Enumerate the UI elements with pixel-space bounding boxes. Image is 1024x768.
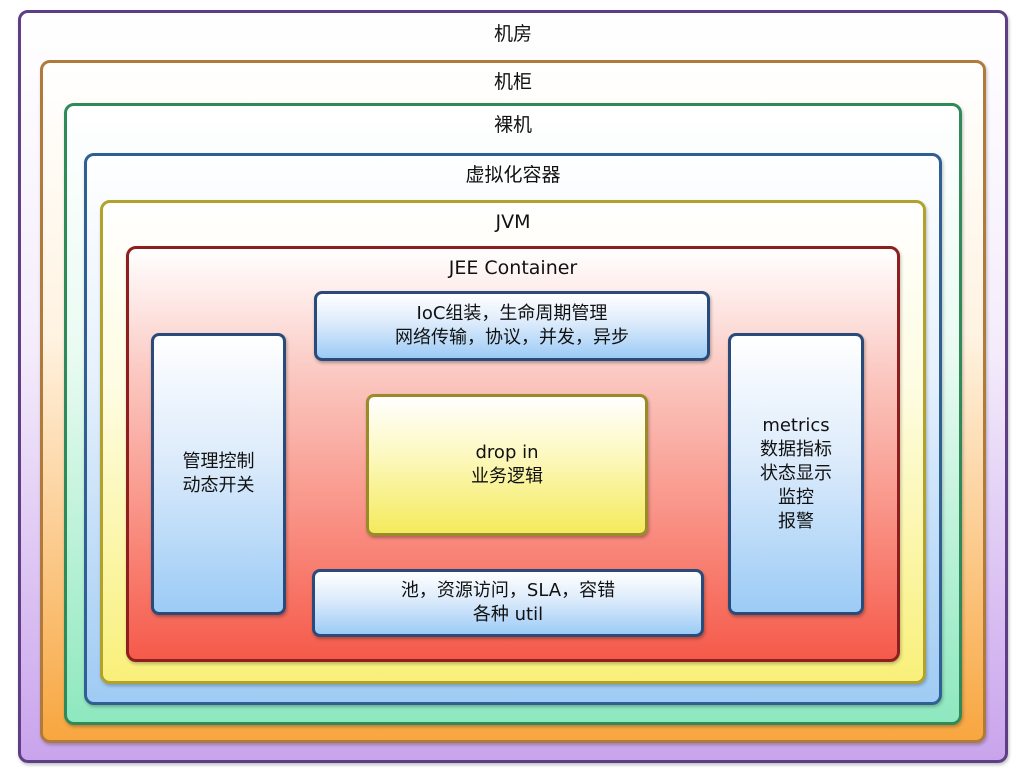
metrics-text: metrics (762, 415, 830, 436)
alarm-text: 报警 (778, 511, 814, 532)
pool-resource-sla-text: 池，资源访问，SLA，容错 (400, 580, 616, 601)
dynamic-switch-text: 动态开关 (182, 475, 255, 496)
ioc-network-box: IoC组装，生命周期管理 网络传输，协议，并发，异步 (314, 291, 710, 361)
layer-machine-room-label: 机房 (493, 23, 532, 45)
layer-bare-metal-label: 裸机 (493, 114, 532, 136)
status-display-text: 状态显示 (760, 463, 832, 484)
network-protocol-text: 网络传输，协议，并发，异步 (395, 327, 629, 348)
util-text: 各种 util (472, 604, 544, 625)
layer-jee-container-label: JEE Container (448, 257, 578, 279)
business-logic-text: 业务逻辑 (471, 466, 543, 487)
monitoring-text: 监控 (778, 487, 814, 508)
metrics-monitoring-box: metrics 数据指标 状态显示 监控 报警 (728, 333, 864, 615)
layer-cabinet-label: 机柜 (493, 71, 532, 93)
pool-resources-box: 池，资源访问，SLA，容错 各种 util (312, 569, 704, 637)
layer-jvm-label: JVM (495, 211, 531, 233)
management-control-text: 管理控制 (182, 451, 255, 472)
management-control-box: 管理控制 动态开关 (151, 333, 286, 615)
business-logic-box: drop in 业务逻辑 (366, 394, 648, 536)
layer-virtualization-container-label: 虚拟化容器 (465, 164, 561, 186)
ioc-lifecycle-text: IoC组装，生命周期管理 (416, 303, 608, 324)
drop-in-text: drop in (475, 442, 539, 463)
data-metrics-text: 数据指标 (760, 439, 832, 460)
